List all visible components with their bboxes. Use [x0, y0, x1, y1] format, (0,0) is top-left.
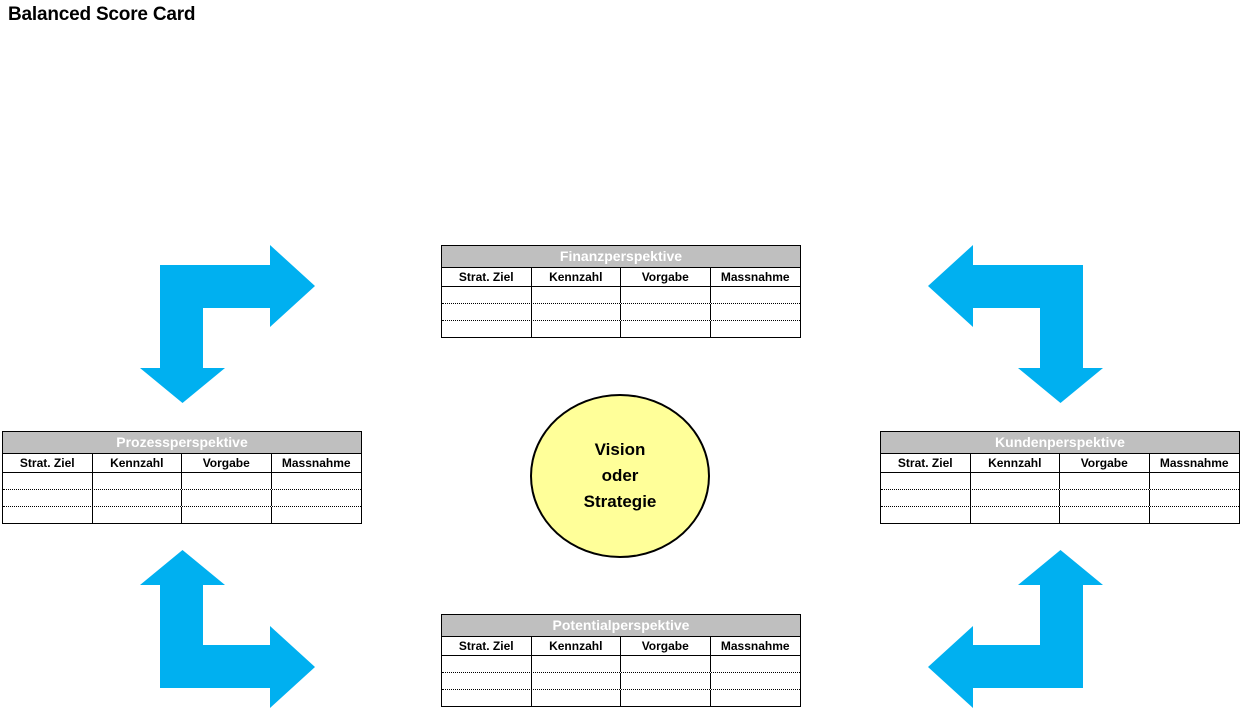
- table-finanzperspektive: Finanzperspektive Strat. Ziel Kennzahl V…: [441, 245, 801, 338]
- vision-line: Vision: [594, 440, 646, 459]
- table-column-header: Massnahme: [720, 639, 790, 653]
- table-kundenperspektive: Kundenperspektive Strat. Ziel Kennzahl V…: [880, 431, 1240, 524]
- vision-line: Strategie: [583, 492, 657, 511]
- table-cell: [93, 507, 182, 523]
- table-cell: [621, 656, 711, 672]
- table-cell: [532, 321, 621, 337]
- table-header-row: Strat. Ziel Kennzahl Vorgabe Massnahme: [442, 637, 800, 656]
- table-column-header: Strat. Ziel: [881, 454, 971, 472]
- table-cell: [621, 673, 711, 689]
- table-cell: [711, 304, 801, 320]
- table-cell: [182, 507, 272, 523]
- table-cell: [182, 490, 272, 506]
- table-column-header: Strat. Ziel: [442, 268, 532, 286]
- table-cell: [532, 656, 621, 672]
- table-cell: [881, 473, 971, 489]
- table-row: [3, 490, 361, 507]
- table-row: [3, 473, 361, 490]
- table-row: [881, 473, 1239, 490]
- table-column-header: Vorgabe: [621, 268, 711, 286]
- table-cell: [881, 490, 971, 506]
- page-title: Balanced Score Card: [8, 4, 196, 25]
- table-row: [442, 673, 800, 690]
- table-cell: [442, 673, 532, 689]
- bent-arrow-bottom-right: [928, 550, 1103, 708]
- table-column-header: Vorgabe: [1060, 454, 1150, 472]
- table-cell: [1150, 490, 1240, 506]
- table-title-bar: Finanzperspektive: [442, 246, 800, 268]
- table-column-header: Vorgabe: [621, 637, 711, 655]
- table-row: [442, 690, 800, 706]
- table-cell: [93, 490, 182, 506]
- table-column-header: Strat. Ziel: [442, 637, 532, 655]
- table-cell: [621, 690, 711, 706]
- table-cell: [711, 287, 801, 303]
- vision-strategy-circle: Vision oder Strategie: [530, 394, 710, 558]
- table-cell: [442, 287, 532, 303]
- table-cell: [621, 287, 711, 303]
- table-column-header: Massnahme: [720, 270, 790, 284]
- table-cell: [1060, 507, 1150, 523]
- table-potentialperspektive: Potentialperspektive Strat. Ziel Kennzah…: [441, 614, 801, 707]
- table-cell: [532, 690, 621, 706]
- table-row: [442, 656, 800, 673]
- table-column-header: Massnahme: [281, 456, 351, 470]
- table-cell: [442, 304, 532, 320]
- table-cell: [3, 473, 93, 489]
- table-header-row: Strat. Ziel Kennzahl Vorgabe Massnahme: [3, 454, 361, 473]
- table-cell: [971, 507, 1060, 523]
- table-row: [442, 287, 800, 304]
- table-cell: [532, 673, 621, 689]
- table-title-bar: Kundenperspektive: [881, 432, 1239, 454]
- table-column-header: Kennzahl: [532, 637, 621, 655]
- table-cell: [532, 304, 621, 320]
- table-cell: [971, 473, 1060, 489]
- table-title-bar: Potentialperspektive: [442, 615, 800, 637]
- table-row: [442, 304, 800, 321]
- table-cell: [711, 673, 801, 689]
- table-cell: [272, 473, 362, 489]
- table-row: [881, 507, 1239, 523]
- table-cell: [3, 507, 93, 523]
- table-cell: [1150, 473, 1240, 489]
- table-cell: [532, 287, 621, 303]
- table-cell: [621, 321, 711, 337]
- table-column-header: Strat. Ziel: [3, 454, 93, 472]
- table-cell: [442, 656, 532, 672]
- table-prozessperspektive: Prozessperspektive Strat. Ziel Kennzahl …: [2, 431, 362, 524]
- table-cell: [442, 321, 532, 337]
- table-row: [3, 507, 361, 523]
- table-cell: [711, 321, 801, 337]
- table-cell: [1150, 507, 1240, 523]
- table-cell: [621, 304, 711, 320]
- table-cell: [881, 507, 971, 523]
- table-column-header: Kennzahl: [93, 454, 182, 472]
- table-cell: [1060, 473, 1150, 489]
- table-cell: [1060, 490, 1150, 506]
- table-column-header: Kennzahl: [971, 454, 1060, 472]
- table-cell: [182, 473, 272, 489]
- table-header-row: Strat. Ziel Kennzahl Vorgabe Massnahme: [881, 454, 1239, 473]
- table-cell: [442, 690, 532, 706]
- table-cell: [711, 656, 801, 672]
- table-column-header: Vorgabe: [182, 454, 272, 472]
- table-cell: [272, 490, 362, 506]
- table-cell: [711, 690, 801, 706]
- bent-arrow-top-left: [140, 245, 315, 403]
- table-row: [442, 321, 800, 337]
- table-column-header: Massnahme: [1159, 456, 1229, 470]
- table-header-row: Strat. Ziel Kennzahl Vorgabe Massnahme: [442, 268, 800, 287]
- bent-arrow-top-right: [928, 245, 1103, 403]
- table-cell: [3, 490, 93, 506]
- table-title-bar: Prozessperspektive: [3, 432, 361, 454]
- table-row: [881, 490, 1239, 507]
- table-cell: [272, 507, 362, 523]
- table-cell: [93, 473, 182, 489]
- vision-line: oder: [601, 466, 639, 485]
- bent-arrow-bottom-left: [140, 550, 315, 708]
- table-cell: [971, 490, 1060, 506]
- table-column-header: Kennzahl: [532, 268, 621, 286]
